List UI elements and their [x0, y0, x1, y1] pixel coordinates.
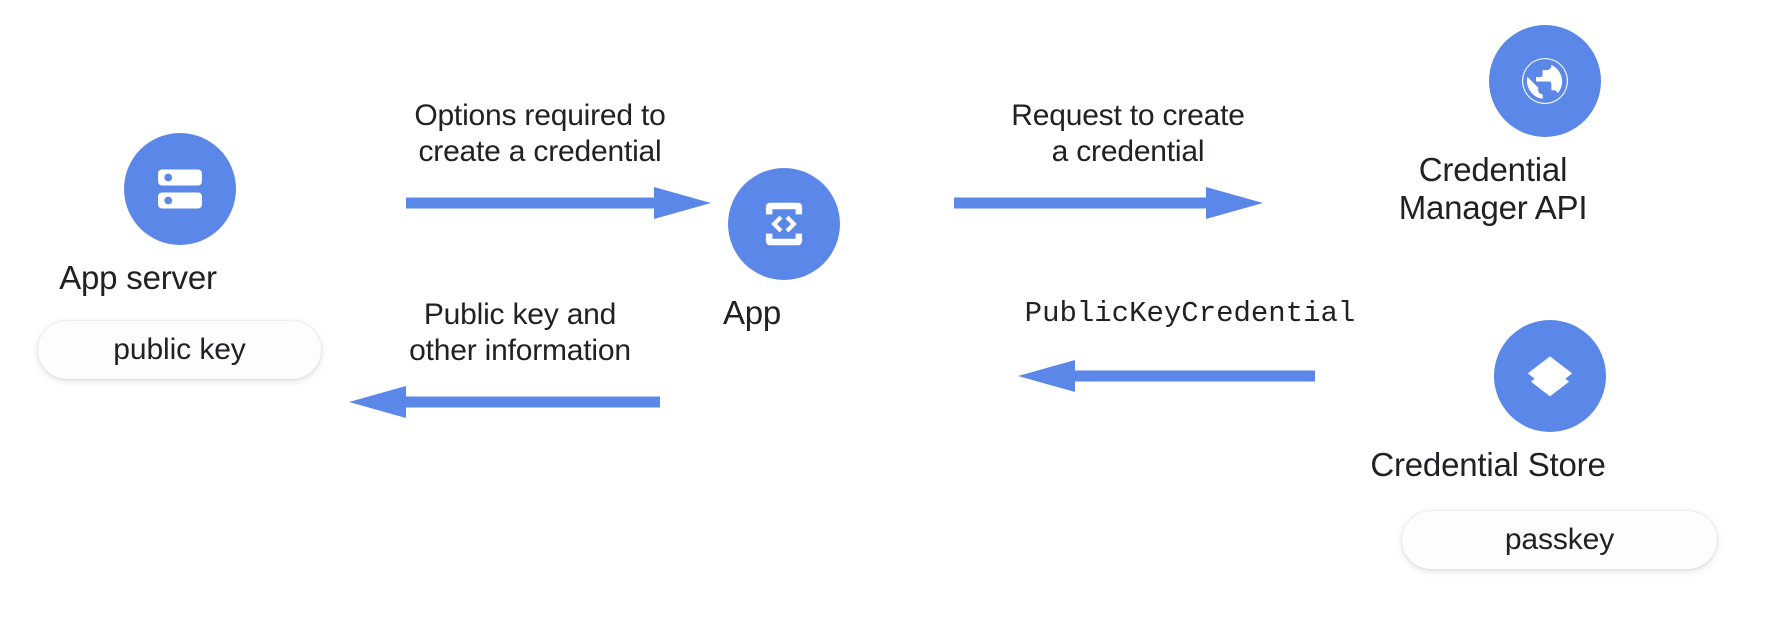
arrow-group-store-to-app: PublicKeyCredential [1005, 297, 1375, 399]
node-app: App [723, 168, 840, 332]
node-credential-store: Credential Store [1370, 320, 1606, 484]
layers-icon [1494, 320, 1606, 432]
app-code-device-icon [728, 168, 840, 280]
pill-passkey-label: passkey [1504, 523, 1615, 556]
node-label-credential-store: Credential Store [1370, 446, 1606, 483]
arrow-right-server-to-app [406, 187, 711, 219]
node-app-server: App server [59, 133, 236, 297]
pill-passkey: passkey [1402, 511, 1717, 569]
node-label-app-server: App server [59, 259, 217, 296]
arrow-group-app-to-api: Request to create a credential [948, 98, 1308, 226]
arrow-label-app-to-server: Public key and other information [409, 298, 631, 367]
globe-icon [1489, 25, 1601, 137]
node-label-credential-manager-api: Credential Manager API [1398, 151, 1588, 227]
arrow-label-store-to-app: PublicKeyCredential [1024, 297, 1356, 330]
arrow-left-app-to-server [349, 386, 660, 418]
pill-public-key-label: public key [113, 333, 246, 366]
arrow-left-store-to-app [1018, 359, 1315, 392]
node-label-app: App [722, 294, 782, 331]
arrow-right-app-to-api [954, 187, 1263, 219]
server-icon [124, 133, 236, 245]
arrow-label-server-to-app: Options required to create a credential [414, 99, 666, 168]
arrow-group-app-to-server: Public key and other information [340, 297, 700, 425]
pill-public-key: public key [38, 321, 321, 379]
arrow-label-app-to-api: Request to create a credential [1011, 99, 1245, 168]
arrow-group-server-to-app: Options required to create a credential [360, 98, 720, 226]
node-credential-manager-api: Credential Manager API [1399, 25, 1601, 228]
